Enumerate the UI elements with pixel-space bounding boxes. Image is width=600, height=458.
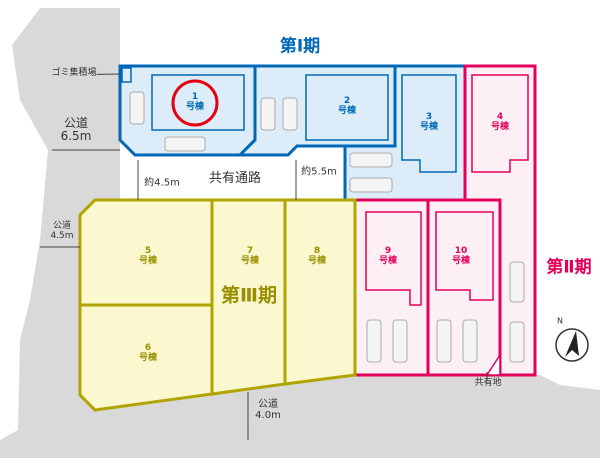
- lot-6[interactable]: [78, 303, 214, 412]
- shared-land-label: 共有地: [474, 378, 502, 389]
- public-road-area: [0, 8, 600, 458]
- public-road-edge: [0, 0, 40, 45]
- highlight-circle: [171, 79, 219, 127]
- lot-8[interactable]: [283, 198, 357, 386]
- path-width-1: 約4.5m: [144, 177, 180, 189]
- phase-3-label: 第Ⅲ期: [221, 284, 277, 307]
- phase-1-label: 第Ⅰ期: [279, 36, 321, 57]
- parking-cars: [129, 91, 525, 363]
- house-10: [435, 211, 494, 301]
- phase-2-label: 第Ⅱ期: [546, 257, 592, 278]
- house-9: [365, 211, 422, 306]
- path-width-2: 約5.5m: [301, 166, 337, 178]
- shared-land: [485, 352, 501, 376]
- garbage-area: [121, 67, 132, 83]
- garbage-label: ゴミ集積場: [51, 68, 97, 79]
- house-4: [471, 74, 529, 173]
- house-1: [151, 74, 245, 131]
- north-arrow-icon: [555, 328, 589, 362]
- shared-path-label: 共有通路: [208, 170, 262, 186]
- house-2: [305, 74, 389, 141]
- north-label: N: [557, 316, 563, 326]
- house-3: [401, 74, 457, 173]
